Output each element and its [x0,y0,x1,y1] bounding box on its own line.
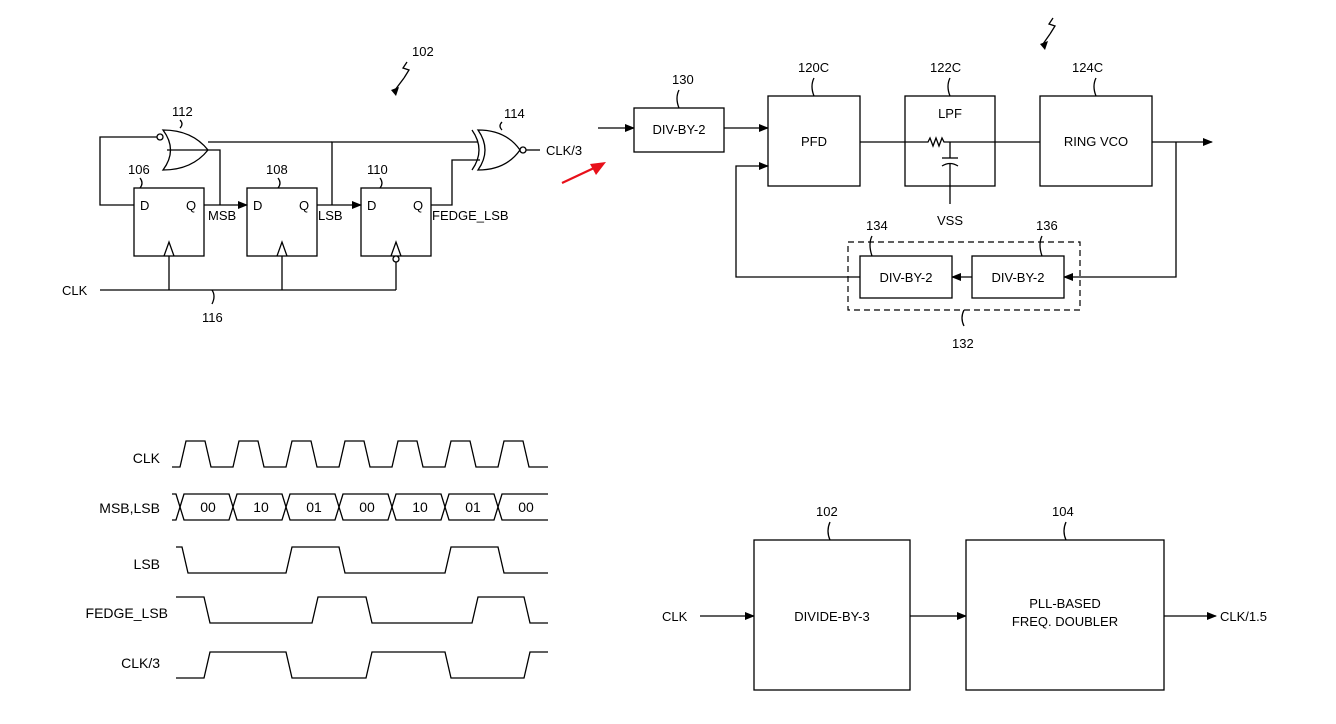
lsb-net-label: LSB [318,208,343,223]
state-label-6: 01 [465,499,481,515]
fb-div2-label: DIV-BY-2 [992,270,1045,285]
counter-ref-arrow [391,87,399,96]
timing-label-msb-lsb: MSB,LSB [99,500,160,516]
counter-ref-label: 102 [412,44,434,59]
lsb-waveform [176,546,548,574]
vss-label: VSS [937,213,963,228]
xnor-gate-114: 114 [471,106,527,171]
pfd-label: PFD [801,134,827,149]
msb-net-label: MSB [208,208,236,223]
fb-div2-ref: 136 [1036,218,1058,233]
timing-label-fedge-lsb: FEDGE_LSB [86,605,168,621]
doubler-label-line2: FREQ. DOUBLER [1012,614,1118,629]
clk-bus-ref: 116 [202,310,223,325]
doubler-label-line1: PLL-BASED [1029,596,1101,611]
timing-label-clk3: CLK/3 [121,655,160,671]
system-input-label: CLK [662,609,688,624]
divide-by-3-counter-schematic: 102 112 114 CLK/3 D Q 106 [62,44,582,325]
nor-gate-ref: 112 [172,104,193,119]
ff106-q-pin: Q [186,198,196,213]
ff108-ref: 108 [266,162,288,177]
feedback-div-by-2-block-136: DIV-BY-2 136 [971,218,1065,299]
vco-label: RING VCO [1064,134,1128,149]
clk-waveform [172,440,548,468]
divide-by-3-ref: 102 [816,504,838,519]
pfd-ref: 120C [798,60,829,75]
ff108-q-pin: Q [299,198,309,213]
fedge-lsb-waveform [176,596,548,624]
feedback-div-by-2-block-134: DIV-BY-2 134 [859,218,953,299]
ff106-d-pin: D [140,198,149,213]
flip-flop-110: D Q 110 [360,162,432,263]
nor-gate-112: 112 [156,104,209,171]
input-div-ref: 130 [672,72,694,87]
input-div-by-2-block: DIV-BY-2 130 [633,72,725,153]
vco-ref: 124C [1072,60,1103,75]
state-label-3: 01 [306,499,322,515]
state-label-2: 10 [253,499,269,515]
ff108-d-pin: D [253,198,262,213]
pll-freq-doubler-block: PLL-BASED FREQ. DOUBLER 104 [965,504,1165,691]
lpf-label: LPF [938,106,962,121]
timing-label-clk: CLK [133,450,161,466]
pll-ref-squiggle [1047,17,1056,35]
fb-div1-ref: 134 [866,218,888,233]
state-label-4: 00 [359,499,375,515]
state-label-5: 10 [412,499,428,515]
input-div-label: DIV-BY-2 [653,122,706,137]
timing-label-lsb: LSB [134,556,160,572]
pfd-block: PFD 120C [767,60,861,187]
xnor-gate-ref: 114 [504,106,525,121]
state-label-7: 00 [518,499,534,515]
timing-diagram: CLK MSB,LSB LSB FEDGE_LSB CLK/3 00 10 01… [86,440,548,679]
transition-arrow [561,162,606,184]
lpf-block: LPF 122C VSS [904,60,996,228]
ff110-ref: 110 [367,162,388,177]
ff106-ref: 106 [128,162,150,177]
ring-vco-block: RING VCO 124C [1039,60,1153,187]
clk3-waveform [176,651,548,679]
system-output-label: CLK/1.5 [1220,609,1267,624]
divide-by-3-label: DIVIDE-BY-3 [794,609,869,624]
ff110-q-pin: Q [413,198,423,213]
doubler-ref: 104 [1052,504,1074,519]
flip-flop-108: D Q 108 [246,162,318,257]
fedge-lsb-net-label: FEDGE_LSB [432,208,509,223]
ff110-d-pin: D [367,198,376,213]
lpf-ref: 122C [930,60,961,75]
msb-lsb-bus-waveform: 00 10 01 00 10 01 00 [172,493,548,521]
divide-by-3-block: DIVIDE-BY-3 102 [753,504,911,691]
counter-clk-label: CLK [62,283,88,298]
system-block-diagram: CLK DIVIDE-BY-3 102 PLL-BASED FREQ. DOUB… [662,504,1267,691]
counter-ref-squiggle [401,61,410,79]
state-label-1: 00 [200,499,216,515]
fb-div1-label: DIV-BY-2 [880,270,933,285]
pll-frequency-doubler-schematic: DIV-BY-2 130 PFD 120C LPF 122C VSS [598,17,1213,351]
counter-output-label: CLK/3 [546,143,582,158]
flip-flop-106: D Q 106 [128,162,205,257]
feedback-group-ref: 132 [952,336,974,351]
